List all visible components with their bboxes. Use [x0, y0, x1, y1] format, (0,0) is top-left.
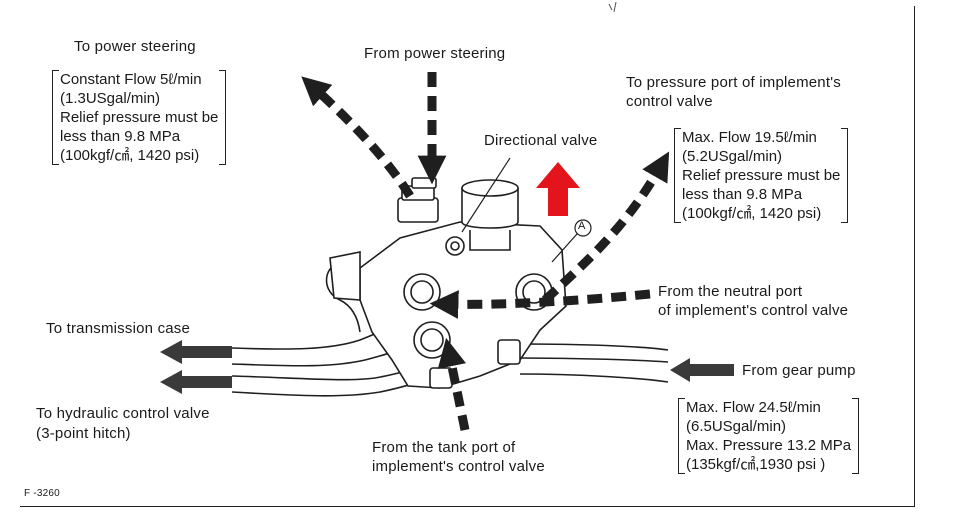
arrow-from-neutral-port [429, 289, 651, 319]
highlight-arrow-red [536, 162, 580, 216]
label-directional-valve: Directional valve [484, 132, 598, 149]
spec-line: Max. Flow 24.5ℓ/min [686, 399, 821, 416]
spec-box-gear-pump: Max. Flow 24.5ℓ/min (6.5USgal/min) Max. … [678, 398, 860, 474]
corner-mark [608, 1, 617, 13]
spec-line: (100kgf/㎠, 1420 psi) [682, 205, 822, 222]
spec-box-power-steering: Constant Flow 5ℓ/min (1.3USgal/min) Reli… [52, 70, 227, 165]
spec-line: less than 9.8 MPa [682, 186, 803, 203]
label-from-tank-port-line1: From the tank port of [372, 439, 516, 456]
arrow-to-transmission-case [160, 340, 232, 364]
label-to-hydraulic-line1: To hydraulic control valve [36, 405, 210, 422]
label-from-neutral-port-line2: of implement's control valve [658, 302, 849, 319]
valve-body [329, 177, 567, 389]
label-to-pressure-port-line1: To pressure port of implement's [626, 74, 841, 91]
spec-line: Max. Pressure 13.2 MPa [686, 437, 852, 454]
spec-line: (6.5USgal/min) [686, 418, 787, 435]
label-from-gear-pump: From gear pump [742, 362, 856, 379]
spec-line: less than 9.8 MPa [60, 128, 181, 145]
label-to-transmission-case: To transmission case [46, 320, 191, 337]
spec-line: (1.3USgal/min) [60, 90, 161, 107]
directional-valve-leader [461, 157, 511, 233]
label-to-pressure-port-line2: control valve [626, 93, 713, 110]
arrow-to-power-steering [301, 76, 414, 199]
arrow-to-implement-pressure-port [541, 151, 670, 304]
label-to-hydraulic-line2: (3-point hitch) [36, 425, 131, 442]
label-from-tank-port-line2: implement's control valve [372, 458, 545, 475]
arrow-from-gear-pump [670, 358, 734, 382]
marker-a [551, 219, 592, 263]
figure-frame [20, 6, 915, 507]
spec-line: (100kgf/㎠, 1420 psi) [60, 147, 200, 164]
spec-line: Relief pressure must be [60, 109, 219, 126]
arrow-to-hydraulic-control-valve [160, 370, 232, 394]
spec-box-implement: Max. Flow 19.5ℓ/min (5.2USgal/min) Relie… [674, 128, 849, 223]
arrow-from-tank-port [437, 337, 470, 431]
figure-code: F -3260 [24, 488, 60, 499]
label-to-power-steering: To power steering [74, 38, 196, 55]
spec-line: Relief pressure must be [682, 167, 841, 184]
marker-a-letter: A [578, 220, 586, 232]
label-from-neutral-port-line1: From the neutral port [658, 283, 803, 300]
spec-line: (135kgf/㎠,1930 psi ) [686, 456, 826, 473]
spec-line: (5.2USgal/min) [682, 148, 783, 165]
right-hoses [519, 343, 669, 383]
spec-line: Constant Flow 5ℓ/min [60, 71, 202, 88]
spec-line: Max. Flow 19.5ℓ/min [682, 129, 817, 146]
label-from-power-steering: From power steering [364, 45, 506, 62]
